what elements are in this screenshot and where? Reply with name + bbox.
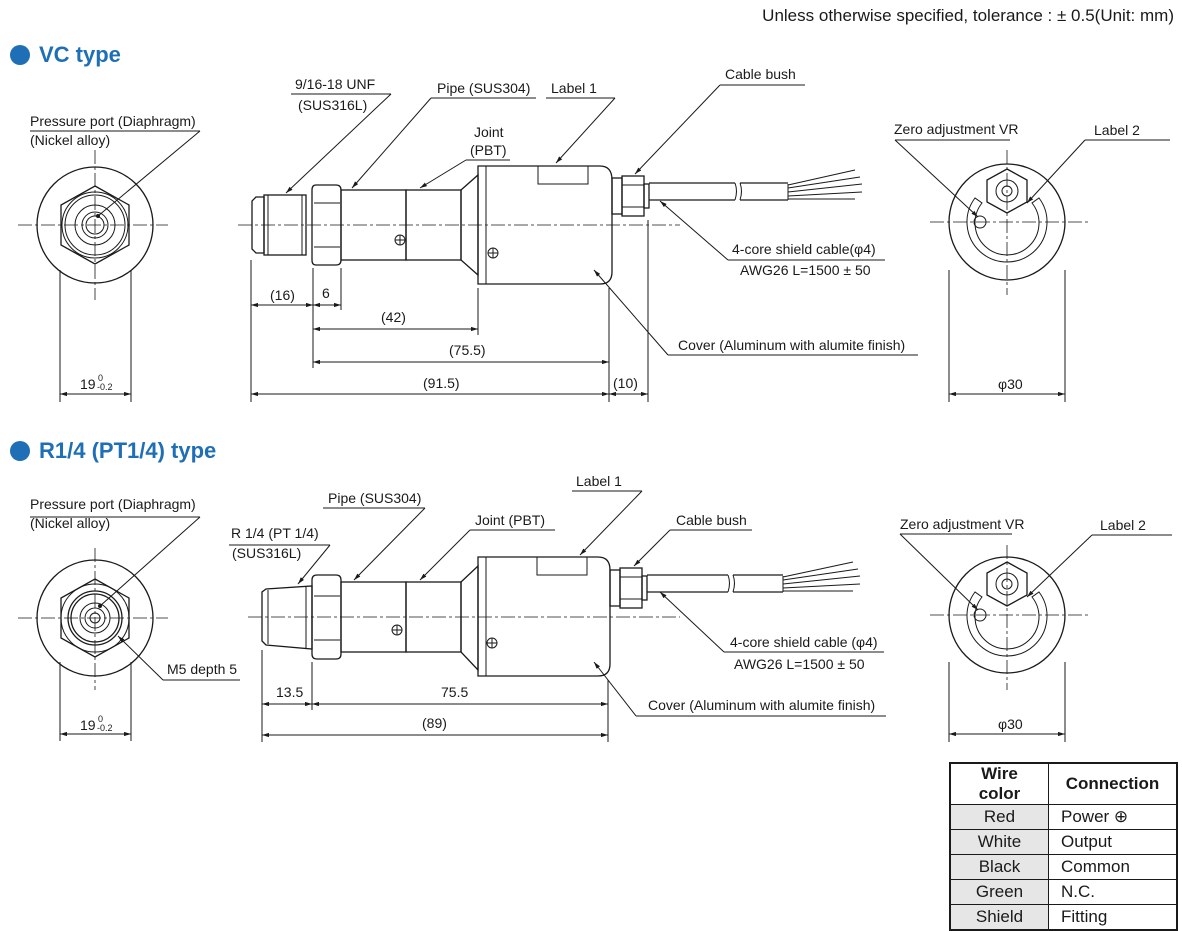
vc-cable-spec: 4-core shield cable(φ4) <box>732 241 876 257</box>
section-title-r14-text: R1/4 (PT1/4) type <box>39 438 217 463</box>
vc-port-label: Pressure port (Diaphragm) <box>30 113 196 129</box>
r14-dim-75: 75.5 <box>441 684 468 700</box>
r14-cover-label: Cover (Aluminum with alumite finish) <box>648 697 875 713</box>
r14-cable-spec: 4-core shield cable (φ4) <box>730 634 878 650</box>
vc-dim-19: 19 <box>80 376 96 392</box>
wire-color-cell: Shield <box>949 904 1049 931</box>
vc-cover-label: Cover (Aluminum with alumite finish) <box>678 337 905 353</box>
bullet-icon <box>10 45 30 65</box>
section-title-vc-text: VC type <box>39 42 121 67</box>
r14-dim-13: 13.5 <box>276 684 303 700</box>
wire-color-cell: Green <box>949 879 1049 905</box>
vc-pipe-label: Pipe (SUS304) <box>437 80 530 96</box>
table-row: Red Power ⊕ <box>949 804 1178 830</box>
vc-front-view: Pressure port (Diaphragm) (Nickel alloy)… <box>18 113 201 402</box>
connection-cell: Fitting <box>1048 904 1178 931</box>
header-wire-color: Wire color <box>949 762 1049 805</box>
vc-thread-label: 9/16-18 UNF <box>295 76 375 92</box>
connection-cell: Output <box>1048 829 1178 855</box>
bullet-icon <box>10 441 30 461</box>
connection-cell: Common <box>1048 854 1178 880</box>
wire-table: Wire color Connection Red Power ⊕ White … <box>949 762 1178 931</box>
tolerance-note: Unless otherwise specified, tolerance : … <box>762 6 1174 25</box>
table-row: White Output <box>949 829 1178 855</box>
r14-dim-19: 19 <box>80 717 96 733</box>
r14-label1: Label 1 <box>576 473 622 489</box>
vc-dim-phi30: φ30 <box>998 376 1023 392</box>
r14-cable-bush: Cable bush <box>676 512 747 528</box>
r14-port-material: (Nickel alloy) <box>30 515 110 531</box>
r14-joint-label: Joint (PBT) <box>475 512 545 528</box>
vc-dim-75: (75.5) <box>449 342 486 358</box>
vc-dim-91: (91.5) <box>423 375 460 391</box>
wire-color-cell: White <box>949 829 1049 855</box>
r14-rear-view: Zero adjustment VR Label 2 φ30 <box>899 516 1172 742</box>
r14-dim-89: (89) <box>422 715 447 731</box>
r14-thread-material: (SUS316L) <box>232 545 301 561</box>
vc-port-material: (Nickel alloy) <box>30 132 110 148</box>
r14-tol-down: -0.2 <box>97 723 113 733</box>
r14-thread-label: R 1/4 (PT 1/4) <box>231 525 319 541</box>
table-row: Green N.C. <box>949 879 1178 905</box>
r14-zero-vr: Zero adjustment VR <box>900 516 1025 532</box>
vc-rear-view: Zero adjustment VR Label 2 φ30 <box>894 121 1170 402</box>
vc-dim-42: (42) <box>381 309 406 325</box>
r14-cable-awg: AWG26 L=1500 ± 50 <box>734 656 865 672</box>
vc-thread-material: (SUS316L) <box>298 97 367 113</box>
r14-label2: Label 2 <box>1100 517 1146 533</box>
r14-dim-phi30: φ30 <box>998 716 1023 732</box>
r14-port-label: Pressure port (Diaphragm) <box>30 496 196 512</box>
r14-side-view: R 1/4 (PT 1/4) (SUS316L) Pipe (SUS304) J… <box>229 473 886 742</box>
r14-m5-label: M5 depth 5 <box>167 661 237 677</box>
connection-cell: N.C. <box>1048 879 1178 905</box>
table-row: Shield Fitting <box>949 904 1178 931</box>
vc-dim-6: 6 <box>322 285 330 301</box>
vc-cable-bush: Cable bush <box>725 66 796 82</box>
vc-dim-10: (10) <box>613 375 638 391</box>
table-row: Black Common <box>949 854 1178 880</box>
section-title-vc: VC type <box>10 42 121 68</box>
vc-joint-material: (PBT) <box>470 142 507 158</box>
vc-dim-16: (16) <box>270 287 295 303</box>
wire-color-cell: Black <box>949 854 1049 880</box>
vc-joint-label: Joint <box>474 124 504 140</box>
vc-label2: Label 2 <box>1094 122 1140 138</box>
vc-cable-awg: AWG26 L=1500 ± 50 <box>740 262 871 278</box>
vc-tol-down: -0.2 <box>97 382 113 392</box>
vc-zero-vr: Zero adjustment VR <box>894 121 1019 137</box>
vc-side-view: 9/16-18 UNF (SUS316L) Pipe (SUS304) Join… <box>238 66 918 402</box>
r14-front-view: Pressure port (Diaphragm) (Nickel alloy)… <box>18 496 240 741</box>
connection-cell: Power ⊕ <box>1048 804 1178 830</box>
header-connection: Connection <box>1048 762 1178 805</box>
vc-label1: Label 1 <box>551 80 597 96</box>
wire-table-header: Wire color Connection <box>949 762 1178 805</box>
section-title-r14: R1/4 (PT1/4) type <box>10 438 216 464</box>
r14-pipe-label: Pipe (SUS304) <box>328 490 421 506</box>
r14-tol-up: 0 <box>98 714 103 724</box>
wire-color-cell: Red <box>949 804 1049 830</box>
vc-tol-up: 0 <box>98 373 103 383</box>
